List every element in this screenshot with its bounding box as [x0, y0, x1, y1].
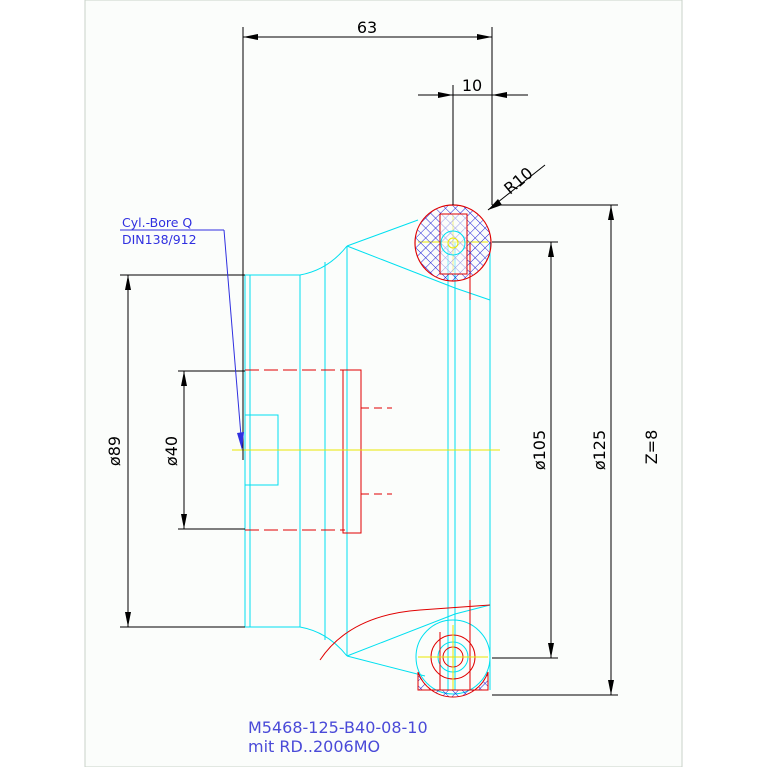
dim-overall-length: 63 [357, 18, 377, 37]
dim-outer-diameter: ø125 [590, 430, 609, 470]
bore-note-leader [120, 229, 244, 450]
part-outline [244, 219, 491, 695]
roller-section [414, 204, 492, 282]
bore-note-line2: DIN138/912 [122, 232, 197, 247]
dim-hub-diameter: ø89 [105, 436, 124, 466]
dimension-lines [120, 27, 618, 696]
bore-note-line1: Cyl.-Bore Q [122, 215, 192, 230]
dim-rim-width: 10 [462, 76, 482, 95]
drawing-sheet [84, 0, 683, 767]
dim-bore-diameter: ø40 [162, 436, 181, 466]
roller-section-lower [417, 671, 489, 698]
dim-pitch-diameter: ø105 [530, 430, 549, 470]
teeth-count: Z=8 [642, 430, 661, 465]
part-number: M5468-125-B40-08-10 [248, 718, 428, 737]
part-variant: mit RD..2006MO [248, 737, 380, 756]
